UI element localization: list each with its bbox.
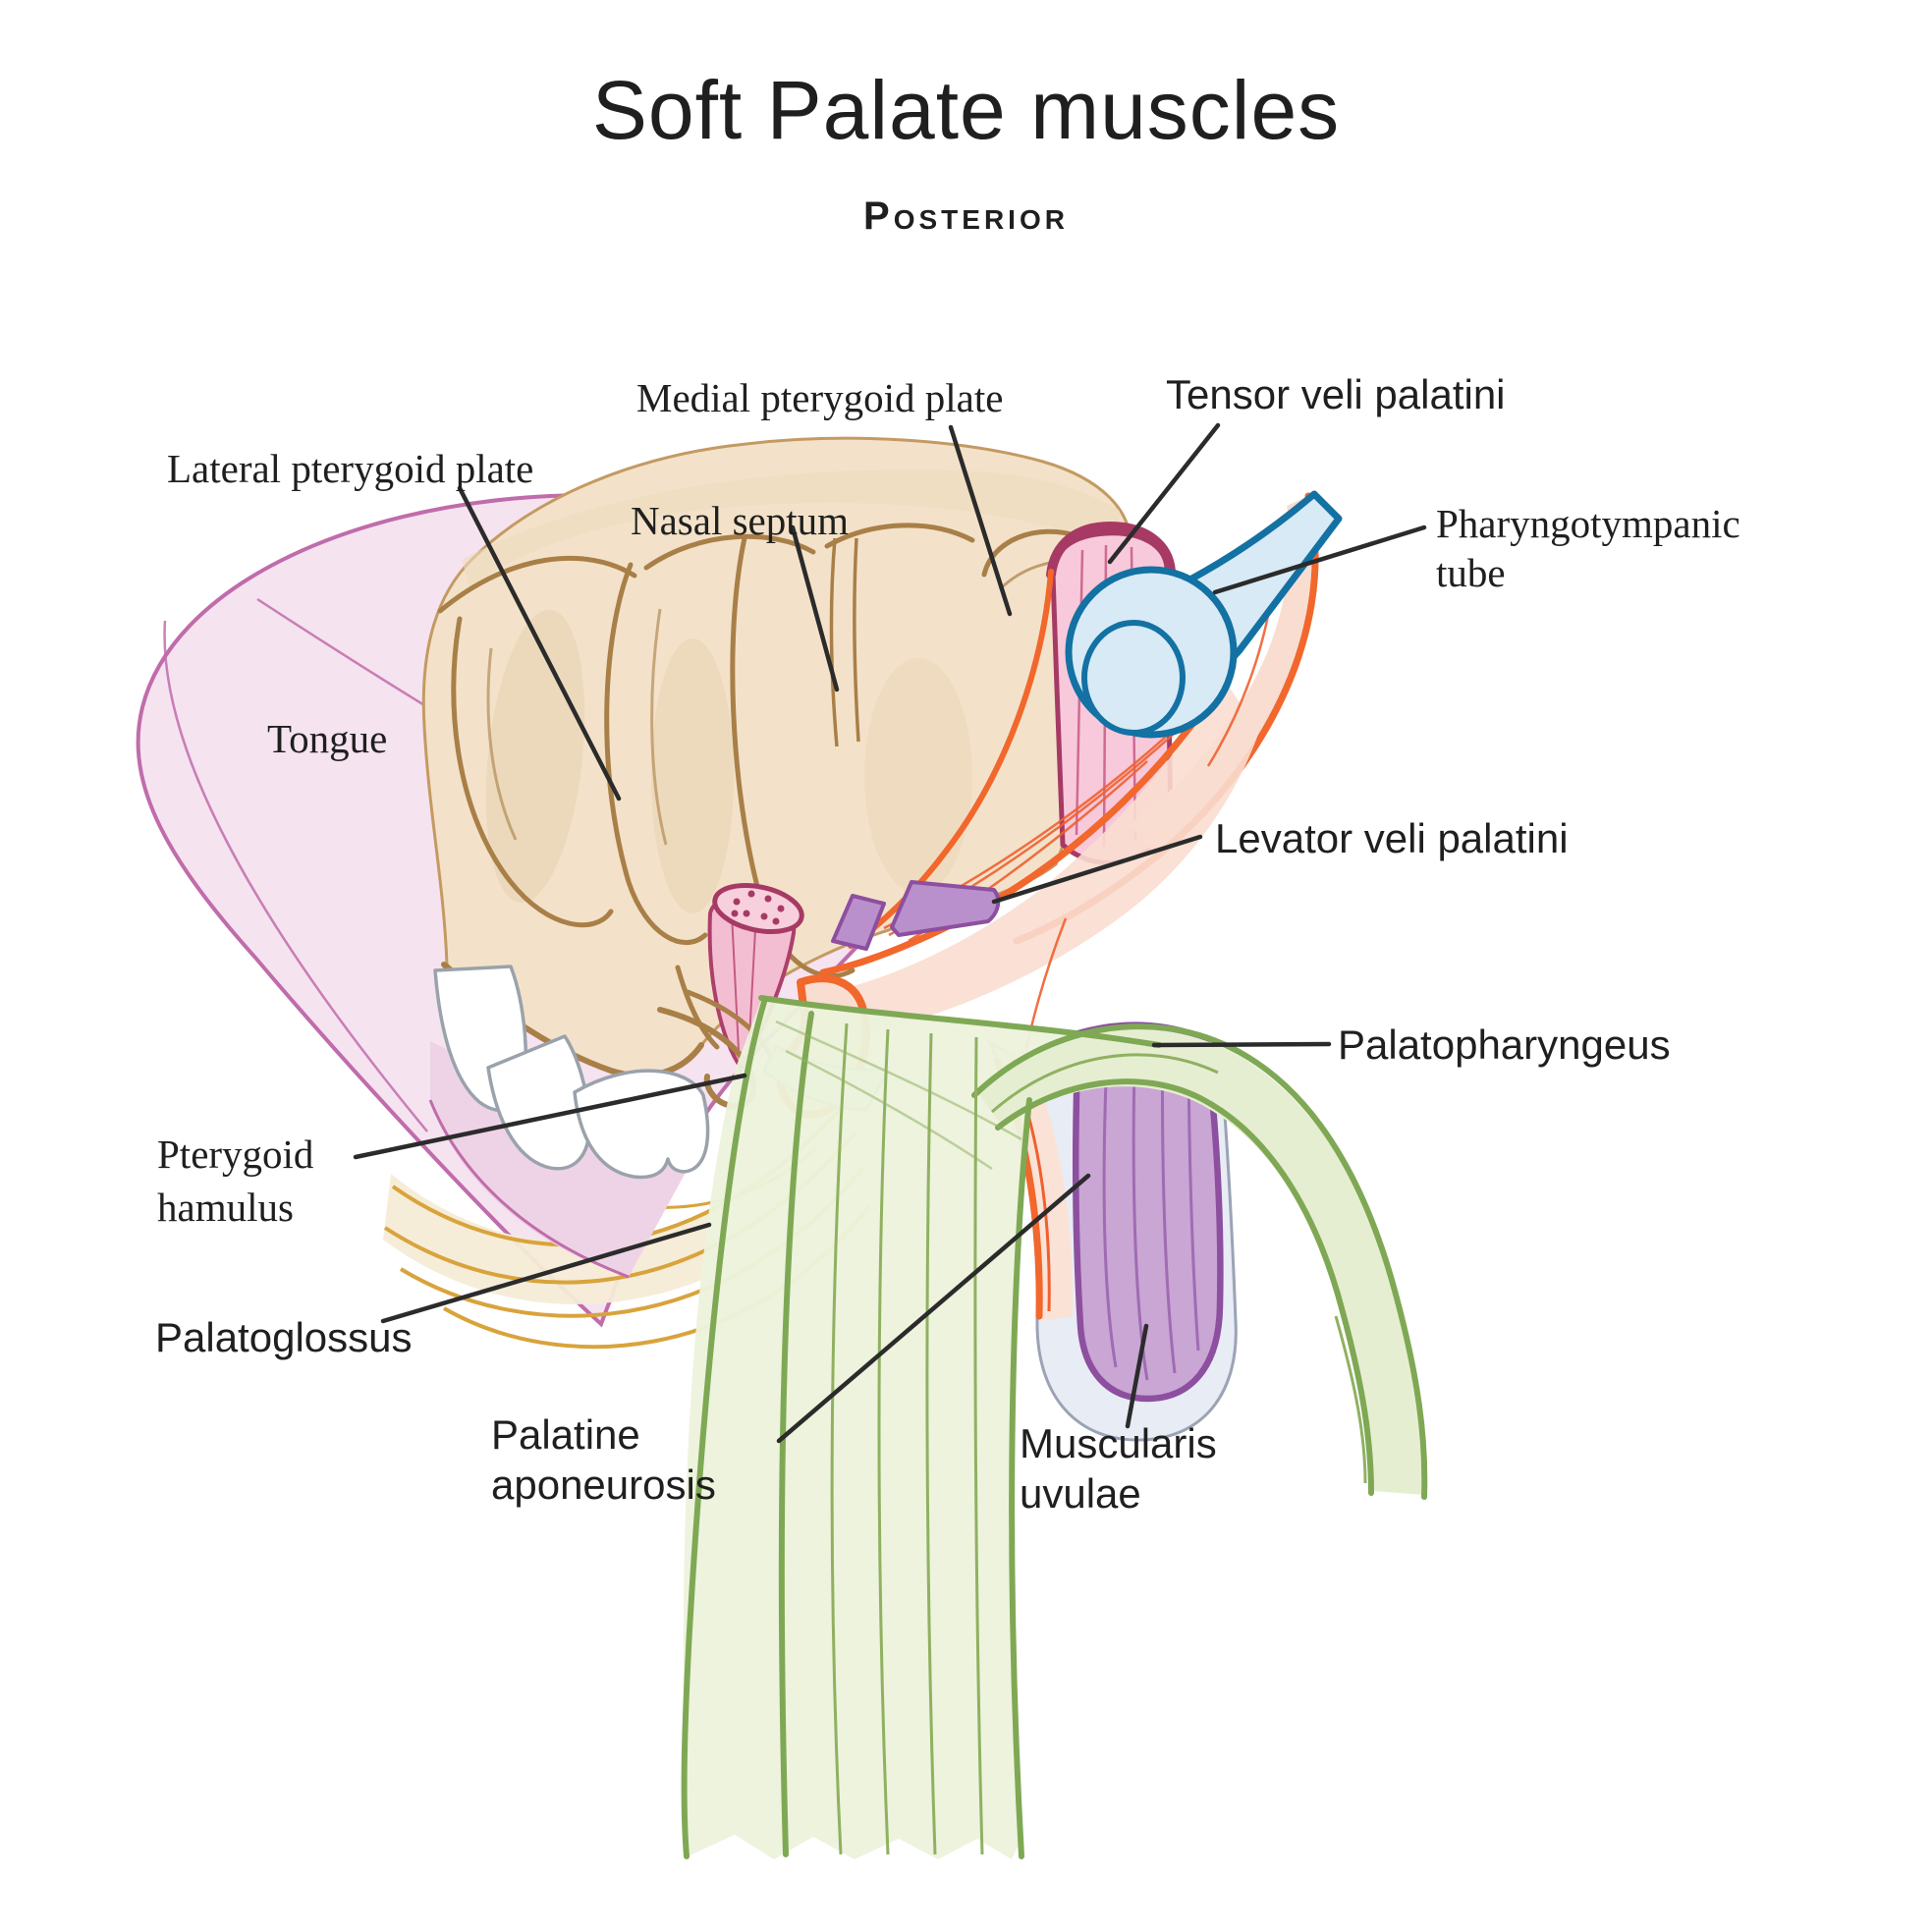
green-top-edge <box>758 995 1162 1048</box>
label-pharyngotympanic-tube: Pharyngotympanic tube <box>1436 501 1740 596</box>
leader-pterygoid-hamulus <box>353 1073 747 1160</box>
leader-tensor-veli-palatini <box>1107 422 1221 565</box>
green-fiber <box>1334 1315 1367 1484</box>
label-tongue: Tongue <box>267 716 388 761</box>
tube-bell-inner <box>1081 620 1186 736</box>
green-sheet <box>683 1000 1154 1859</box>
leader-palatoglossus <box>380 1222 712 1324</box>
bone-fold-line <box>824 523 975 549</box>
page-title: Soft Palate muscles <box>591 64 1341 156</box>
tendon-cut-surface <box>712 883 804 934</box>
tooth <box>486 1034 591 1171</box>
green-fiber <box>830 1022 849 1855</box>
leader-medial-pterygoid-plate <box>948 424 1013 617</box>
leader-lateral-pterygoid-plate <box>457 485 622 801</box>
bone-top-shade <box>462 469 1120 587</box>
leader-lines <box>353 422 1427 1444</box>
tongue-rim-line <box>163 620 428 1132</box>
leader-pharyngotympanic-tube <box>1212 524 1427 595</box>
teeth-group <box>428 965 710 1279</box>
green-edge <box>1009 1097 1032 1859</box>
page-subtitle: Posterior <box>863 194 1069 238</box>
leader-palatopharyngeus <box>1151 1041 1332 1048</box>
bone-shade <box>864 658 972 894</box>
green-fiber <box>925 1032 937 1855</box>
bone-fold-line <box>604 562 708 946</box>
green-fiber <box>973 1036 984 1855</box>
leader-muscularis-uvulae <box>1125 1323 1149 1429</box>
levator-upper-edge <box>848 569 1054 949</box>
leader-levator-veli-palatini <box>991 834 1203 905</box>
label-muscularis-uvulae: Muscularis uvulae <box>1020 1420 1217 1518</box>
leader-palatine-aponeurosis <box>776 1173 1091 1444</box>
label-pterygoid-hamulus: Pterygoid hamulus <box>157 1132 314 1231</box>
nasal-septum-line <box>853 537 860 743</box>
green-fiber <box>877 1028 890 1855</box>
tendon-cut-dots <box>731 890 785 925</box>
pharyngotympanic-tube-group <box>1065 490 1343 739</box>
green-arch-outer-edge <box>971 1023 1428 1500</box>
bone-fold-line <box>650 608 668 846</box>
tendon-fiber <box>731 912 740 1052</box>
leader-nasal-septum <box>790 524 840 692</box>
green-edge <box>778 1011 814 1857</box>
label-palatine-aponeurosis: Palatine aponeurosis <box>491 1411 716 1509</box>
green-fiber <box>775 1020 1022 1141</box>
nasal-septum-line <box>829 537 839 747</box>
label-levator-veli-palatini: Levator veli palatini <box>1215 815 1569 861</box>
label-tensor-veli-palatini: Tensor veli palatini <box>1166 371 1506 417</box>
purple-blades-group <box>831 880 1001 951</box>
bone-fold-line <box>675 965 720 1050</box>
bone-shade <box>651 638 734 913</box>
label-nasal-septum: Nasal septum <box>631 498 850 543</box>
purple-blade <box>831 894 886 951</box>
levator-main-band <box>850 678 1259 1031</box>
palatopharyngeus-group <box>681 995 1428 1859</box>
label-palatoglossus: Palatoglossus <box>155 1314 413 1360</box>
green-edge <box>681 999 767 1859</box>
tooth <box>573 1069 710 1180</box>
green-fiber <box>785 1049 993 1171</box>
bone-fold-line <box>486 647 518 841</box>
label-medial-pterygoid-plate: Medial pterygoid plate <box>636 375 1004 420</box>
medial-plate-fold <box>730 535 856 979</box>
bone-group <box>421 436 1132 1079</box>
purple-blade <box>890 880 1001 937</box>
green-fiber <box>991 1053 1219 1114</box>
green-arch-inner-edge <box>995 1078 1374 1496</box>
label-palatopharyngeus: Palatopharyngeus <box>1338 1021 1671 1068</box>
tensor-cut-cap <box>1046 521 1176 580</box>
green-arch <box>977 1028 1425 1495</box>
lateral-plate-fold <box>451 616 614 928</box>
label-lateral-pterygoid-plate: Lateral pterygoid plate <box>167 446 534 491</box>
bone-fold-line <box>437 555 637 614</box>
